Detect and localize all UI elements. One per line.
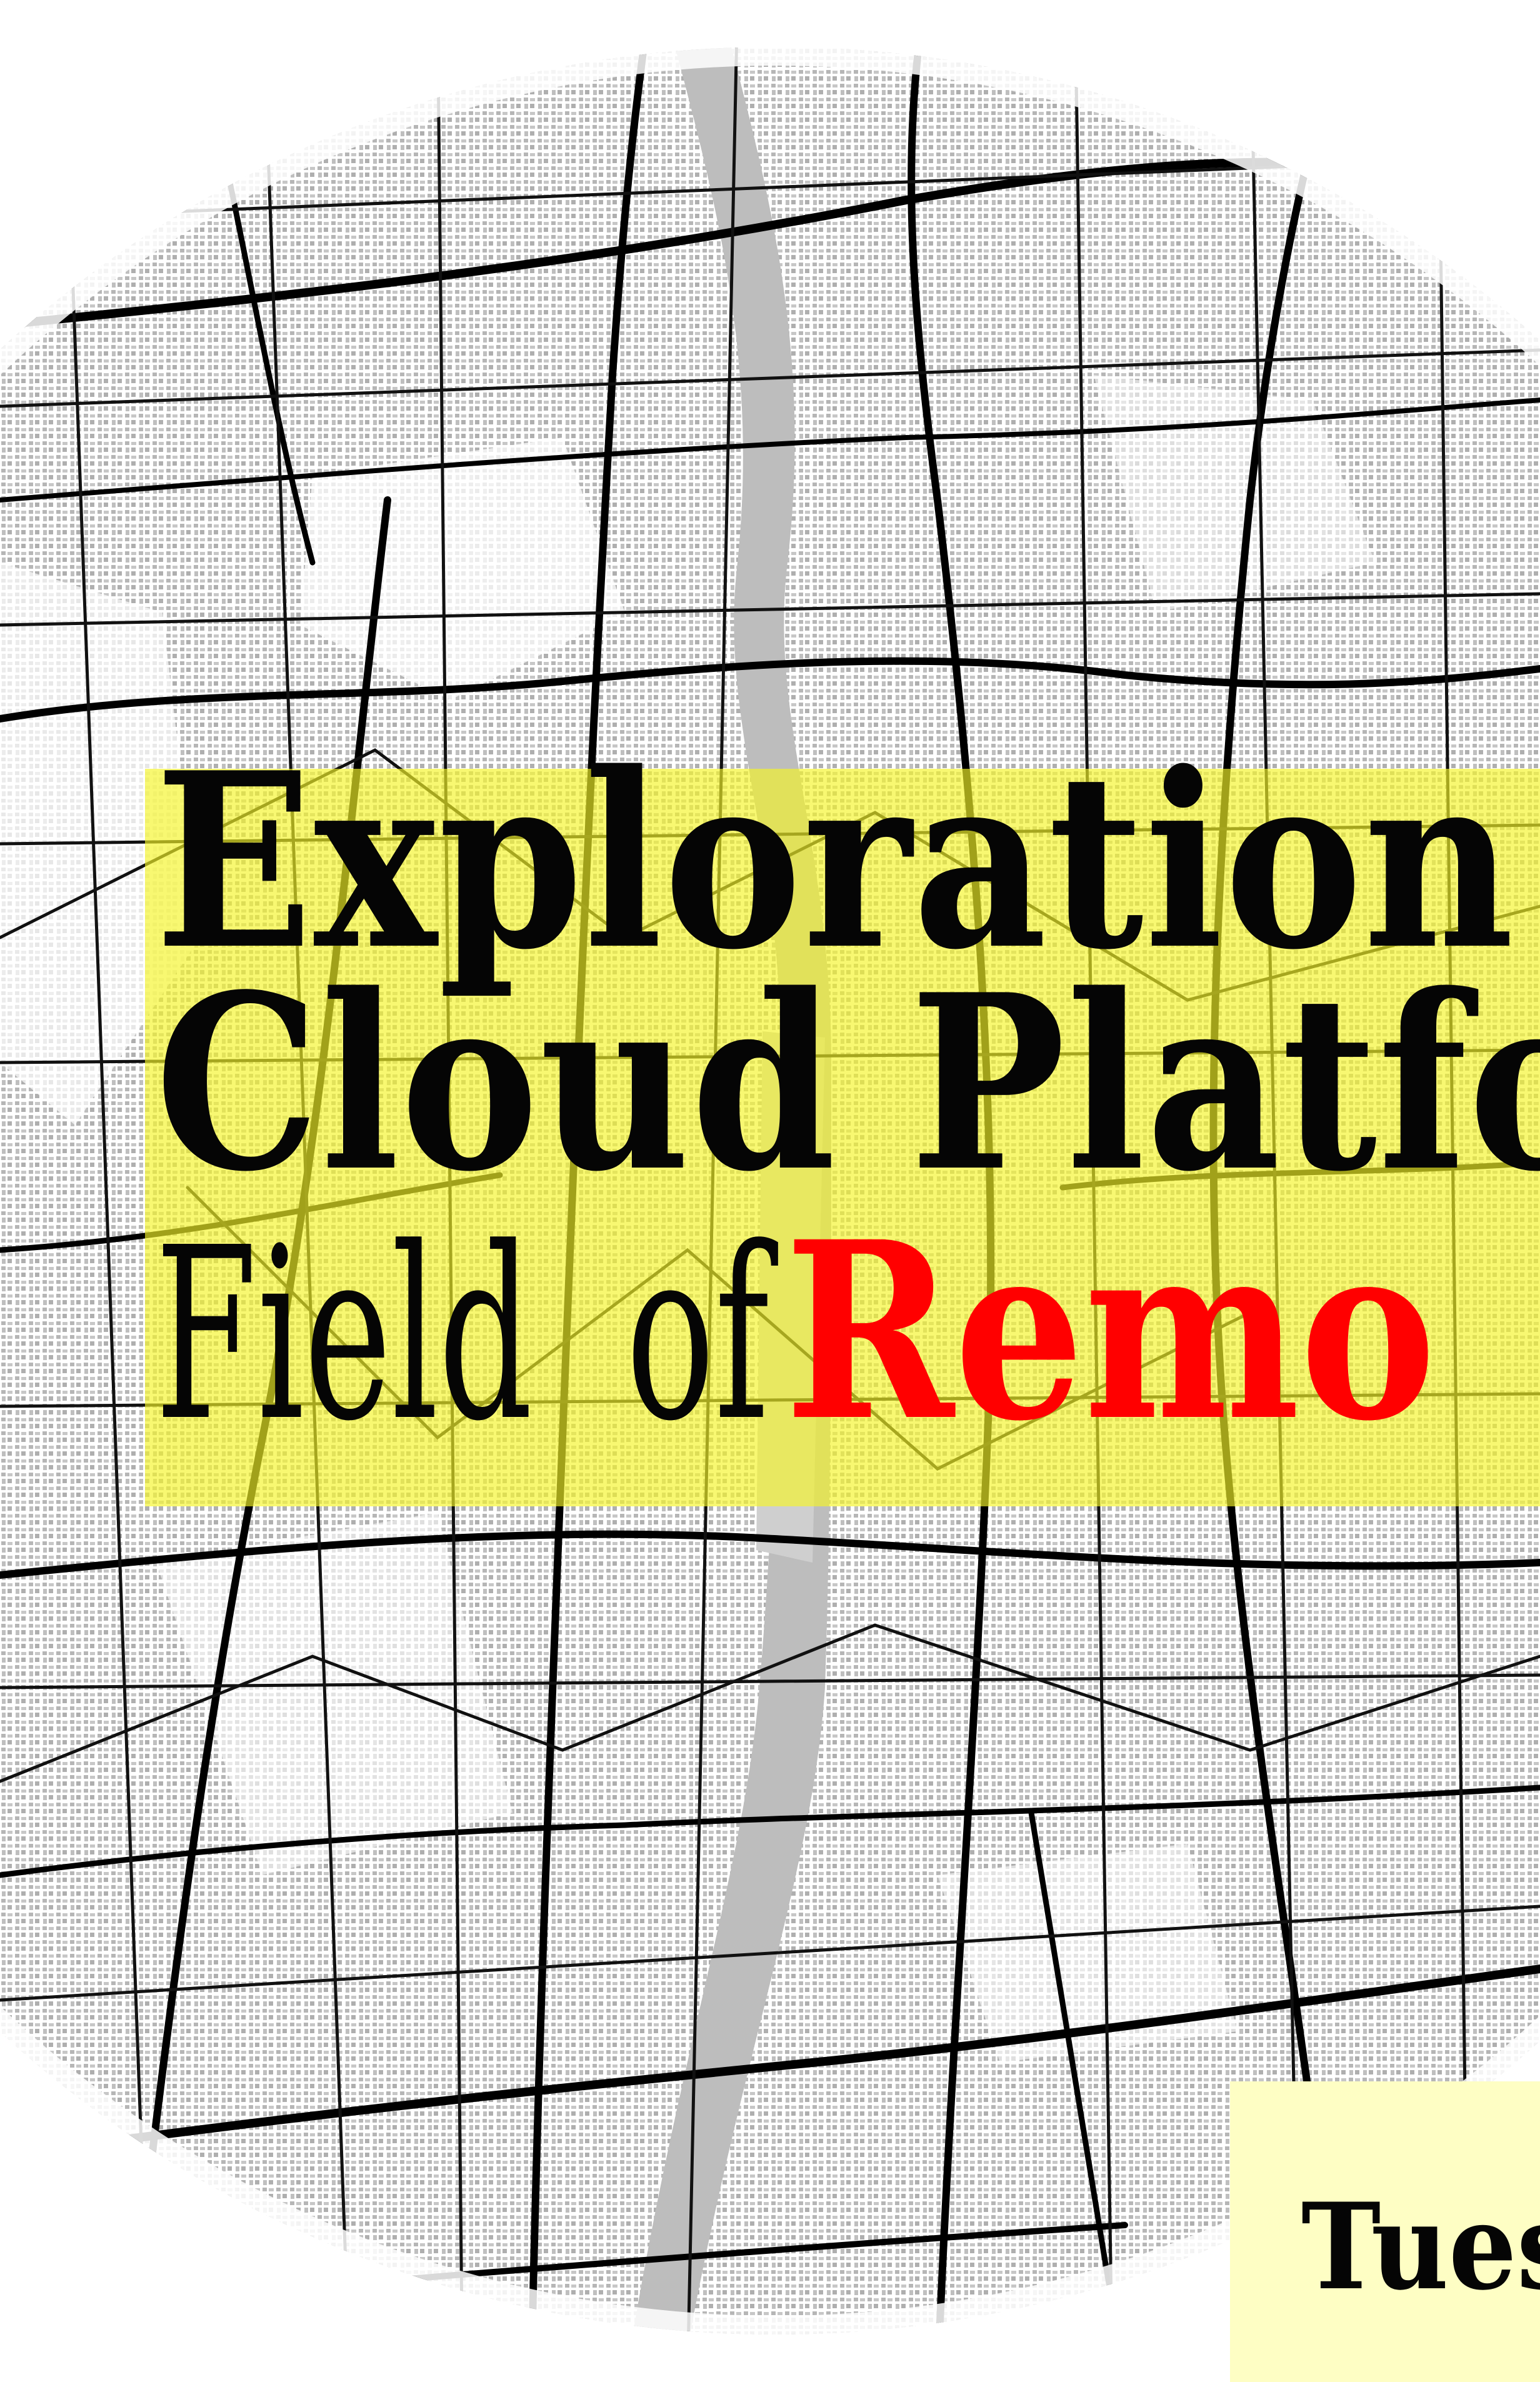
title-line-2: Cloud Platfor — [155, 941, 1540, 1224]
title-highlight-word: Remo — [784, 1188, 1436, 1474]
title-line-3-prefix: Field of — [155, 1196, 769, 1473]
date-box — [1230, 2081, 1540, 2382]
title-line-1: Exploration o — [155, 719, 1540, 1003]
title-line-3: Field ofRemo — [155, 1209, 1436, 1454]
date-label: Tues — [1301, 2177, 1540, 2316]
title-highlight-band — [145, 769, 1540, 1506]
